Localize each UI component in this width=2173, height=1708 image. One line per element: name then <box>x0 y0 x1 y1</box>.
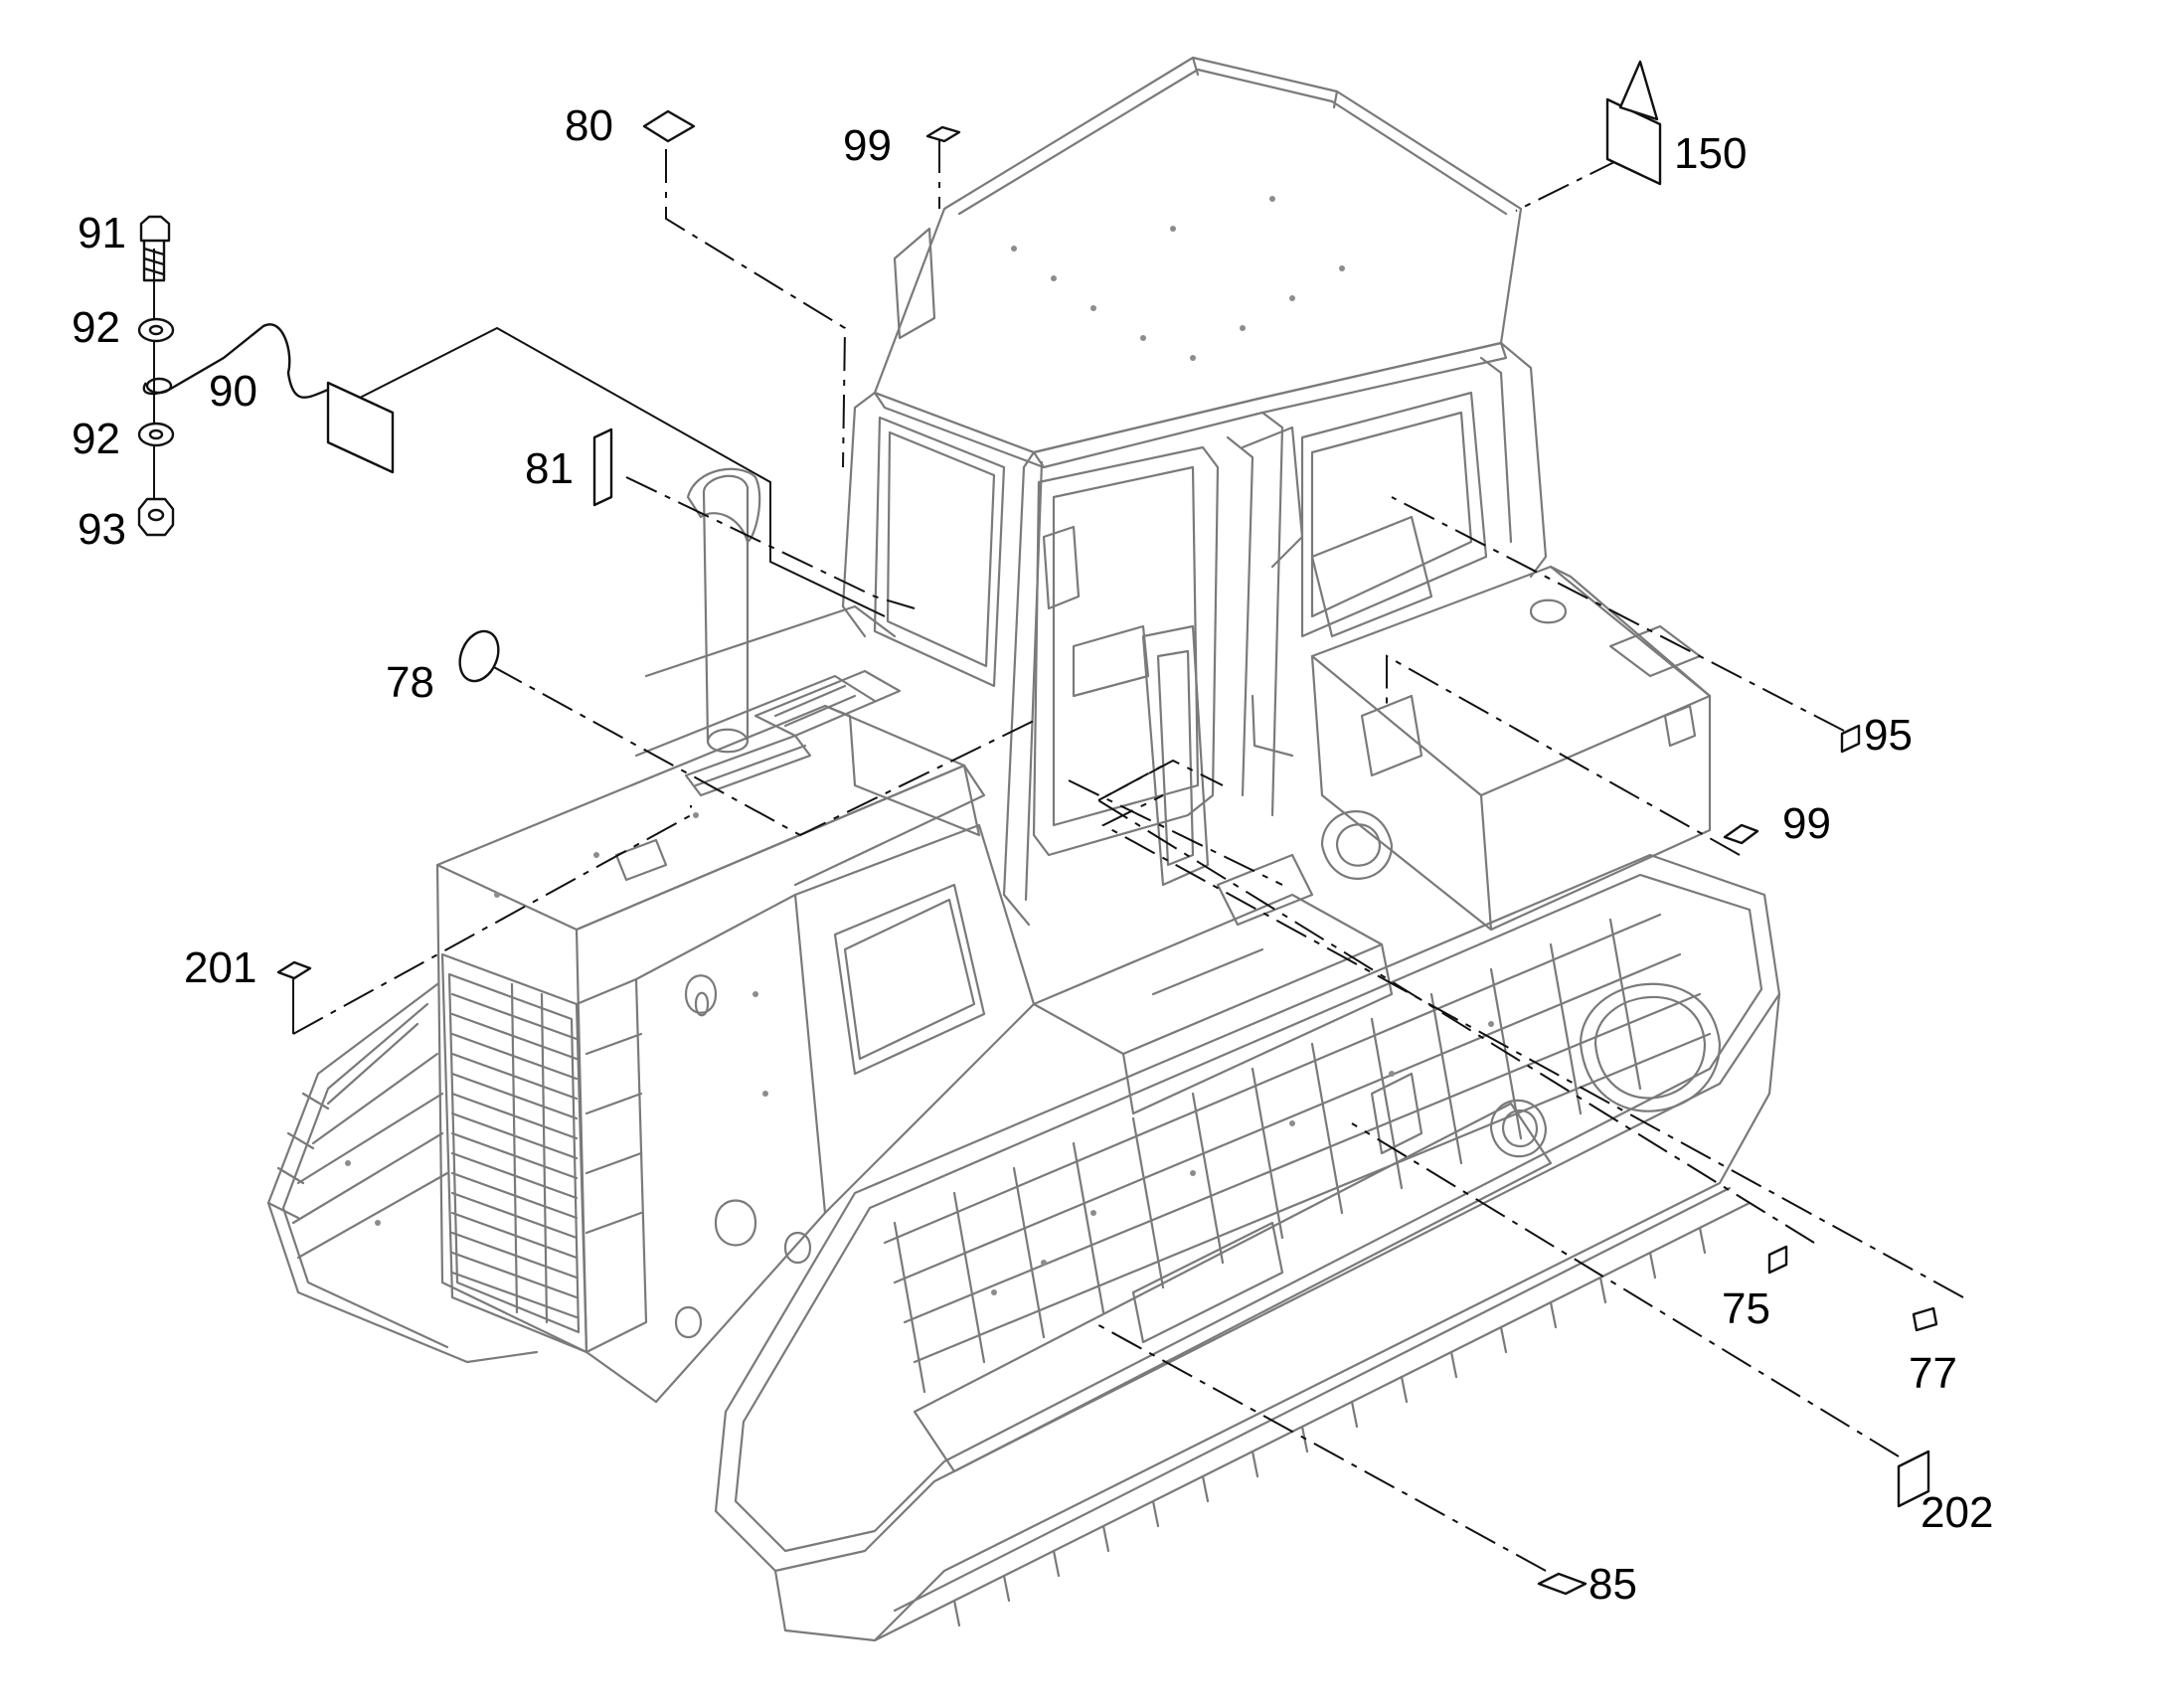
callout-81: 81 <box>525 444 574 493</box>
engine-hood <box>435 604 986 1404</box>
nut-93-icon <box>137 497 175 537</box>
decal-78-icon <box>458 629 500 683</box>
radiator-grille <box>440 952 648 1354</box>
washer-92-top-hole <box>148 324 164 336</box>
callout-77: 77 <box>1909 1349 1957 1398</box>
bolt-91-shank <box>142 241 166 282</box>
callout-201: 201 <box>184 943 257 992</box>
callout-93: 93 <box>78 505 126 554</box>
leader-lines <box>153 139 1964 1572</box>
leader-center-a <box>1068 779 1283 886</box>
decal-95-icon <box>1840 724 1861 754</box>
operator-seat <box>1072 515 1433 887</box>
leader-78 <box>491 665 1035 837</box>
rivets <box>345 196 1494 1295</box>
callout-202: 202 <box>1921 1488 1994 1537</box>
exhaust-stack <box>686 467 761 754</box>
leader-95 <box>1391 496 1845 732</box>
decal-75-icon <box>1767 1245 1788 1275</box>
callout-92-top: 92 <box>72 303 120 352</box>
nut-93-hole <box>147 508 165 522</box>
side-panels <box>634 823 1036 1404</box>
callout-150: 150 <box>1674 129 1748 178</box>
decal-99-right-icon <box>1723 823 1759 845</box>
callout-80: 80 <box>565 101 613 150</box>
leader-90 <box>359 326 886 617</box>
callout-99-top: 99 <box>843 121 892 170</box>
bolt-91-thread <box>143 247 165 276</box>
callout-95: 95 <box>1864 711 1913 760</box>
washer-92-bottom-icon <box>137 422 175 447</box>
decal-77-icon <box>1912 1306 1938 1332</box>
leader-75 <box>1096 765 1815 1244</box>
callout-92-bottom: 92 <box>72 415 120 463</box>
callout-75: 75 <box>1722 1284 1770 1333</box>
callout-85: 85 <box>1588 1560 1637 1609</box>
leader-150 <box>1515 158 1621 212</box>
callout-91: 91 <box>78 209 126 257</box>
leader-77 <box>1100 794 1964 1298</box>
right-track <box>714 853 1781 1642</box>
cab-frame <box>841 341 1548 927</box>
leader-201 <box>292 805 692 1035</box>
crawler-dozer-machine <box>266 56 1781 1642</box>
tag-90-icon <box>326 381 395 474</box>
decal-80-icon <box>642 109 696 143</box>
hardware-stack <box>137 215 329 537</box>
leader-85 <box>1092 1321 1547 1572</box>
callout-90: 90 <box>209 367 257 416</box>
decal-202-icon <box>1897 1450 1930 1508</box>
leader-81 <box>625 476 916 609</box>
left-track <box>266 982 539 1364</box>
washer-92-top-icon <box>137 317 175 343</box>
washer-92-bottom-hole <box>148 428 164 440</box>
callout-78: 78 <box>386 658 434 707</box>
center-frame <box>1032 853 1394 1115</box>
leader-99-right <box>1386 654 1741 856</box>
decal-150-flap-icon <box>1618 60 1659 121</box>
leader-80 <box>665 149 847 468</box>
leader-center-b <box>1097 759 1224 801</box>
wire-90-icon <box>142 323 329 399</box>
leader-202 <box>1351 1122 1900 1457</box>
fuel-tank <box>1310 565 1712 932</box>
wire-90-eyelet <box>145 377 173 395</box>
bolt-91-icon <box>139 215 171 243</box>
final-drive <box>1370 982 1722 1158</box>
decal-150-icon <box>1605 97 1662 186</box>
decal-81-icon <box>592 427 613 507</box>
decal-201-icon <box>276 960 312 980</box>
callout-99-right: 99 <box>1782 799 1831 848</box>
decal-99-top-icon <box>925 125 961 143</box>
decal-85-icon <box>1537 1572 1588 1596</box>
decals <box>276 60 1938 1596</box>
